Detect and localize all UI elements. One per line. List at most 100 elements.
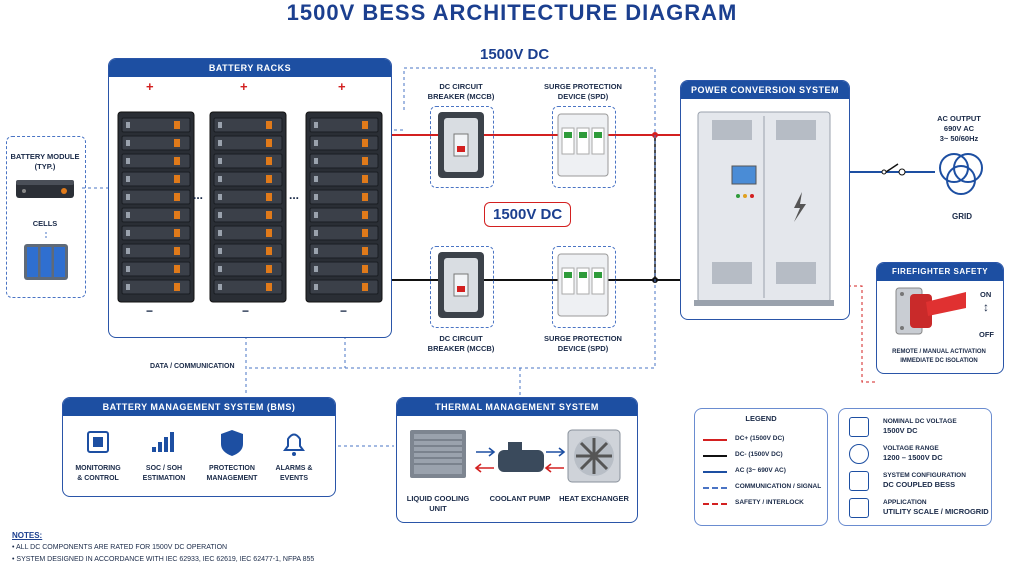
cells-icon [24, 232, 68, 280]
battery-module [213, 135, 283, 151]
chip-icon [87, 431, 109, 453]
mccb-icon [438, 112, 484, 178]
switch-off-label: OFF [979, 330, 994, 339]
rack-ellipsis-2: ... [289, 188, 300, 202]
battery-module [309, 117, 379, 133]
legend-swatch [703, 487, 727, 489]
legend-label: DC- (1500V DC) [735, 451, 783, 458]
battery-module [309, 243, 379, 259]
battery-module [213, 117, 283, 133]
legend-row: SAFETY / INTERLOCK [703, 499, 804, 506]
pcs-cabinet-icon [694, 111, 834, 306]
battery-module [309, 261, 379, 277]
battery-module [309, 153, 379, 169]
battery-rack-2 [209, 111, 287, 303]
legend-label: DC+ (1500V DC) [735, 435, 785, 442]
battery-module [213, 207, 283, 223]
spec-title: NOMINAL DC VOLTAGE [883, 418, 957, 425]
legend-row: AC (3~ 690V AC) [703, 467, 786, 474]
grid-label: GRID [952, 212, 972, 221]
legend-row: COMMUNICATION / SIGNAL [703, 483, 822, 490]
legend-swatch [703, 439, 727, 441]
clipboard-icon [849, 498, 869, 518]
battery-module [213, 189, 283, 205]
switch-arrow: ↕ [983, 300, 989, 314]
thermal-header: THERMAL MANAGEMENT SYSTEM [397, 398, 637, 416]
battery-module-label: BATTERY MODULE (TYP.) [10, 152, 80, 171]
battery-module [121, 207, 191, 223]
legend-title: LEGEND [745, 414, 777, 423]
battery-module [213, 279, 283, 295]
bms-item-label: PROTECTION MANAGEMENT [206, 465, 258, 482]
legend-row: DC- (1500V DC) [703, 451, 783, 458]
firefighter-switch-icon [895, 287, 966, 335]
grid-icon [939, 153, 983, 195]
rack-ellipsis-1: ... [193, 188, 204, 202]
breaker-bottom-box [430, 246, 494, 328]
battery-module [213, 261, 283, 277]
battery-module [121, 153, 191, 169]
dc-label-mid: 1500V DC [484, 202, 572, 227]
spec-value: DC COUPLED BESS [883, 480, 956, 489]
battery-module [121, 171, 191, 187]
bms-item-label: MONITORING & CONTROL [75, 465, 121, 482]
notes: NOTES: • ALL DC COMPONENTS ARE RATED FOR… [12, 530, 314, 566]
legend-label: AC (3~ 690V AC) [735, 467, 786, 474]
breaker-bottom-label: DC CIRCUIT BREAKER (MCCB) [427, 334, 495, 353]
spd-icon [557, 253, 609, 317]
legend-label: SAFETY / INTERLOCK [735, 499, 804, 506]
spec-value: UTILITY SCALE / MICROGRID [883, 507, 989, 516]
page-title: 1500V BESS ARCHITECTURE DIAGRAM [286, 0, 738, 25]
battery-module [121, 117, 191, 133]
heat-exchanger-label: HEAT EXCHANGER [559, 494, 629, 503]
battery-module [309, 135, 379, 151]
spd-icon [557, 113, 609, 177]
spd-top-box [552, 106, 616, 188]
battery-module-icon [16, 180, 74, 198]
spec-title: APPLICATION [883, 499, 927, 506]
battery-module [121, 279, 191, 295]
spec-value: 1200 – 1500V DC [883, 453, 943, 462]
liquid-cooling-label: LIQUID COOLING UNIT [406, 494, 470, 513]
rack-minus-3: − [340, 304, 348, 318]
notes-title: NOTES: [12, 531, 43, 540]
spec-title: VOLTAGE RANGE [883, 445, 939, 452]
voltage-icon [849, 417, 869, 437]
cube-icon [849, 471, 869, 491]
cells-label: CELLS [32, 219, 58, 228]
liquid-cooling-unit-icon [410, 430, 466, 478]
pcs-header: POWER CONVERSION SYSTEM (PCS) [681, 81, 849, 113]
firefighter-caption: REMOTE / MANUAL ACTIVATION IMMEDIATE DC … [892, 349, 986, 364]
switch-on-label: ON [980, 290, 992, 299]
battery-module [121, 135, 191, 151]
rack-plus-3: + [338, 79, 346, 94]
battery-module [121, 189, 191, 205]
gauge-icon [849, 444, 869, 464]
rack-plus-1: + [146, 79, 154, 94]
spd-bottom-label: SURGE PROTECTION DEVICE (SPD) [544, 334, 622, 353]
legend-panel: LEGEND DC+ (1500V DC) DC- (1500V DC) AC (3… [694, 408, 828, 526]
legend-label: COMMUNICATION / SIGNAL [735, 483, 822, 490]
bms-item-label: ALARMS & EVENTS [275, 465, 313, 482]
bell-icon [283, 433, 305, 456]
breaker-top-box [430, 106, 494, 188]
firefighter-header: FIREFIGHTER SAFETY SWITCH [877, 263, 1003, 294]
battery-rack-3 [305, 111, 383, 303]
coolant-pump-icon [498, 442, 544, 472]
battery-module [213, 243, 283, 259]
shield-icon [221, 430, 243, 456]
ac-switch-icon [881, 163, 906, 176]
battery-module [309, 225, 379, 241]
rack-plus-2: + [240, 79, 248, 94]
heat-exchanger-icon [567, 429, 621, 483]
note-1: • ALL DC COMPONENTS ARE RATED FOR 1500V … [12, 544, 228, 551]
legend-swatch [703, 455, 727, 457]
spd-top-label: SURGE PROTECTION DEVICE (SPD) [544, 82, 622, 101]
battery-module [213, 171, 283, 187]
